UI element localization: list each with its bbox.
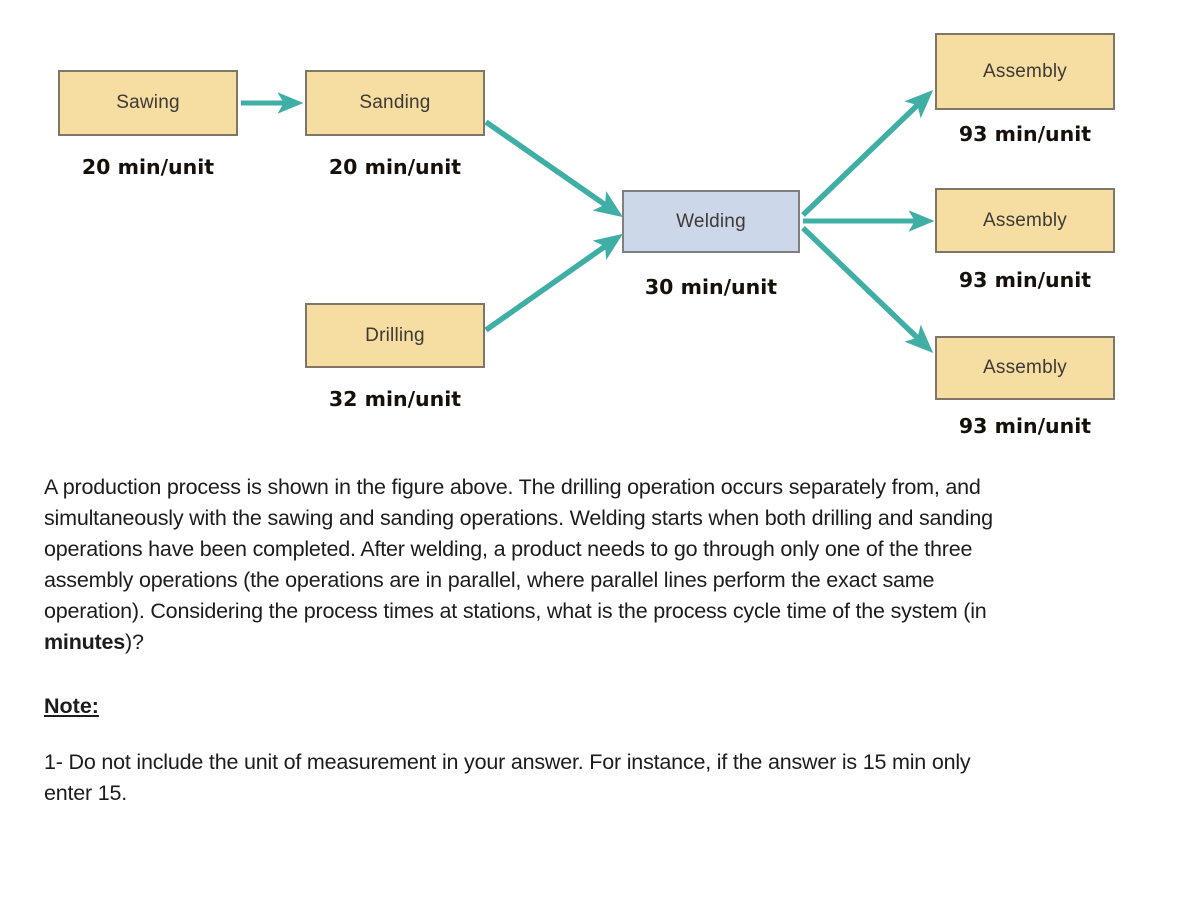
time-label-drilling: 32 min/unit [328, 387, 462, 411]
process-node-sawing: Sawing [58, 70, 238, 136]
question-text: A production process is shown in the fig… [44, 472, 1019, 658]
time-label-assembly-3: 93 min/unit [958, 414, 1092, 438]
edge-welding-to-assembly-3 [801, 226, 934, 353]
time-label-sawing: 20 min/unit [81, 155, 215, 179]
time-label-assembly-1: 93 min/unit [958, 122, 1092, 146]
node-label: Welding [676, 210, 746, 232]
node-label: Sawing [116, 92, 180, 113]
node-label: Assembly [983, 209, 1067, 231]
question-emphasis-minutes: minutes [44, 630, 126, 654]
process-node-drilling: Drilling [305, 303, 485, 368]
time-label-sanding: 20 min/unit [328, 155, 462, 179]
node-label: Assembly [983, 60, 1067, 82]
process-node-welding: Welding [622, 190, 800, 253]
note-heading: Note: [44, 694, 99, 718]
time-label-assembly-2: 93 min/unit [958, 268, 1092, 292]
process-node-assembly-1: Assembly [935, 33, 1115, 110]
question-text-part-2: )? [125, 630, 144, 654]
time-label-welding: 30 min/unit [644, 275, 778, 299]
note-item-1: 1- Do not include the unit of measuremen… [44, 750, 971, 805]
question-text-part-1: A production process is shown in the fig… [44, 475, 993, 623]
node-label: Drilling [365, 324, 425, 346]
process-node-sanding: Sanding [305, 70, 485, 136]
process-node-assembly-3: Assembly [935, 336, 1115, 400]
node-label: Assembly [983, 357, 1067, 378]
process-flow-diagram: Sawing 20 min/unit Sanding 20 min/unit D… [58, 33, 1115, 438]
edge-sanding-to-welding [484, 119, 623, 218]
node-label: Sanding [359, 92, 431, 113]
question-body: A production process is shown in the fig… [44, 472, 1044, 809]
edge-drilling-to-welding [484, 233, 623, 333]
edge-welding-to-assembly-1 [801, 90, 934, 217]
process-node-assembly-2: Assembly [935, 188, 1115, 253]
